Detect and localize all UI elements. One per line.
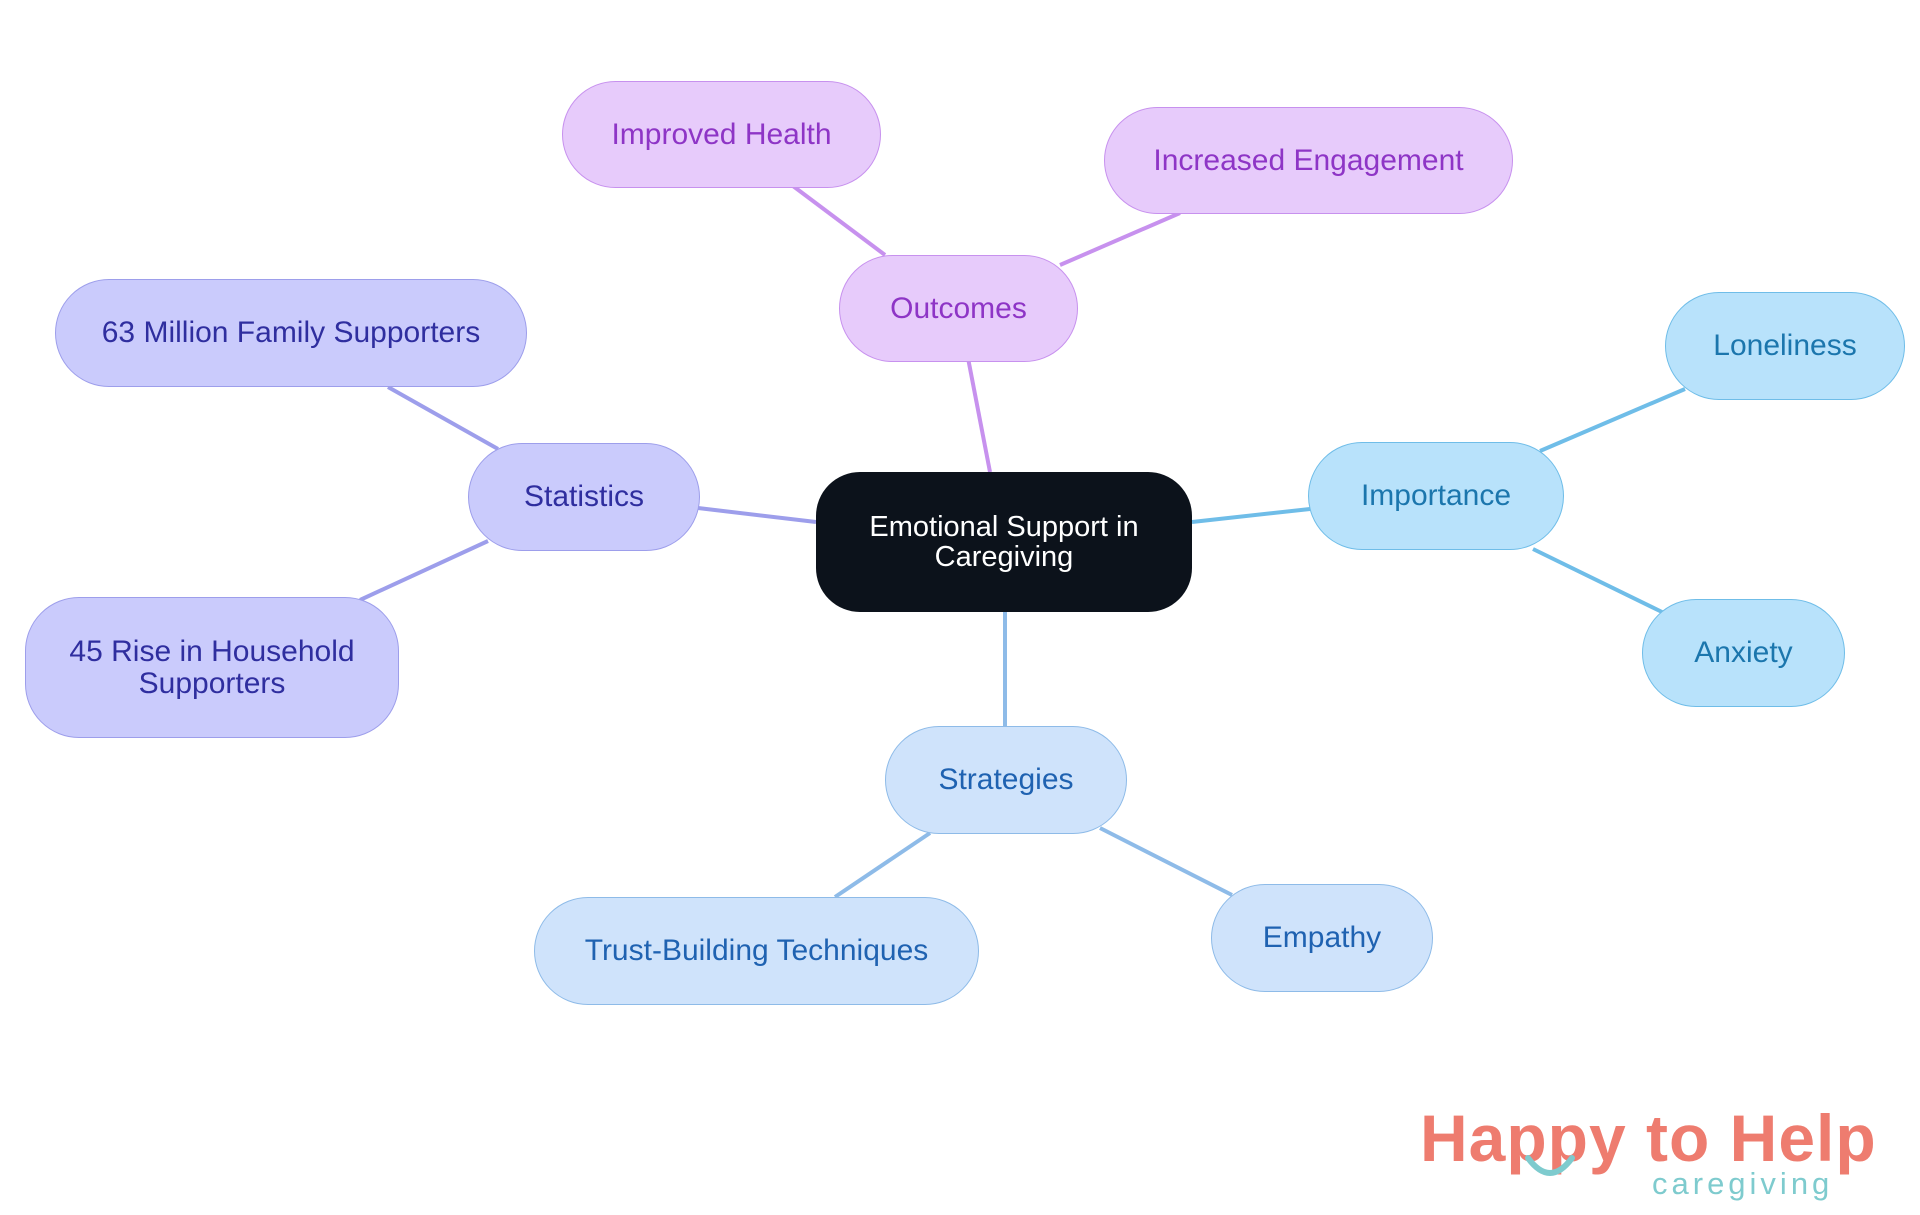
branch-label-importance: Importance: [1360, 479, 1512, 513]
leaf-node-45-rise-in-household-supporters[interactable]: 45 Rise in Household Supporters: [25, 597, 399, 738]
logo-sub-text: caregiving: [1652, 1166, 1834, 1201]
logo-smile-icon: [1525, 1155, 1575, 1176]
edge-outcomes-improved-health: [791, 184, 887, 257]
leaf-label-empathy: Empathy: [1262, 921, 1382, 955]
leaf-label-loneliness: Loneliness: [1713, 329, 1857, 363]
edge-importance-anxiety: [1532, 547, 1663, 614]
edge-strategies-trust: [833, 831, 932, 899]
leaf-node-increased-engagement[interactable]: Increased Engagement: [1104, 107, 1513, 214]
edge-statistics-63-million: [387, 385, 499, 451]
branch-label-statistics: Statistics: [523, 480, 645, 514]
leaf-node-improved-health[interactable]: Improved Health: [562, 81, 881, 188]
branch-node-importance[interactable]: Importance: [1308, 442, 1564, 550]
center-node-label: Emotional Support in Caregiving: [869, 510, 1139, 573]
edge-center-statistics: [697, 506, 817, 524]
edge-statistics-45-rise: [359, 539, 489, 602]
logo-main-text: Happy to Help: [1420, 1101, 1877, 1175]
leaf-label-63-million-family-supporters: 63 Million Family Supporters: [101, 316, 481, 350]
leaf-node-empathy[interactable]: Empathy: [1211, 884, 1433, 992]
leaf-node-trust-building-techniques[interactable]: Trust-Building Techniques: [534, 897, 979, 1005]
leaf-label-trust-building-techniques: Trust-Building Techniques: [584, 934, 929, 968]
leaf-label-increased-engagement: Increased Engagement: [1153, 143, 1464, 177]
edge-importance-loneliness: [1539, 387, 1686, 453]
branch-node-strategies[interactable]: Strategies: [885, 726, 1127, 834]
leaf-label-improved-health: Improved Health: [611, 117, 832, 151]
leaf-label-anxiety: Anxiety: [1694, 636, 1793, 670]
happy-to-help-logo: Happy to Help caregiving: [1420, 1100, 1900, 1205]
center-node[interactable]: Emotional Support in Caregiving: [816, 472, 1192, 612]
branch-node-outcomes[interactable]: Outcomes: [839, 255, 1078, 362]
branch-label-outcomes: Outcomes: [890, 291, 1027, 325]
edge-outcomes-increased-engagement: [1059, 211, 1181, 267]
branch-node-statistics[interactable]: Statistics: [468, 443, 700, 551]
leaf-label-45-rise-in-household-supporters: 45 Rise in Household Supporters: [69, 635, 355, 700]
edge-center-outcomes: [966, 357, 992, 473]
leaf-node-63-million-family-supporters[interactable]: 63 Million Family Supporters: [55, 279, 527, 387]
edge-strategies-empathy: [1099, 826, 1233, 897]
branch-label-strategies: Strategies: [938, 763, 1074, 797]
leaf-node-anxiety[interactable]: Anxiety: [1642, 599, 1845, 707]
leaf-node-loneliness[interactable]: Loneliness: [1665, 292, 1905, 400]
edge-center-importance: [1191, 507, 1311, 524]
